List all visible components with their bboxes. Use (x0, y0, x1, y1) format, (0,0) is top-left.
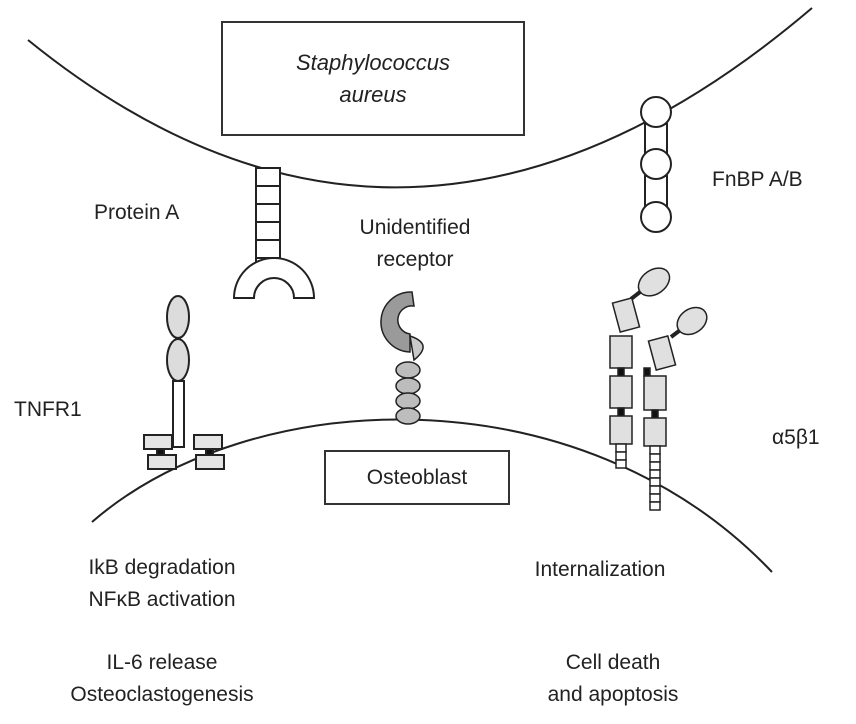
protein-a-molecule (232, 167, 316, 299)
osteoblast-label-box: Osteoblast (324, 450, 510, 505)
osteoblast-label: Osteoblast (366, 465, 468, 489)
tnfr1-molecule (143, 295, 225, 470)
integrin-molecule (609, 267, 708, 511)
receptor-label-line1: Unidentified (359, 216, 471, 239)
receptor-label-line2: receptor (376, 248, 454, 271)
tnfr1-outcome-effects: IL-6 release Osteoclastogenesis (28, 647, 296, 711)
integrin-label: α5β1 (772, 426, 820, 449)
bacterium-label-box: Staphylococcus aureus (221, 21, 525, 136)
unidentified-receptor (380, 291, 424, 425)
tnfr1-outcome-signaling: IkB degradation NFκB activation (38, 552, 286, 616)
fnbp-label: FnBP A/B (712, 168, 803, 191)
receptor-label: Unidentified receptor (330, 212, 500, 276)
outcome-apoptosis: and apoptosis (547, 683, 679, 706)
outcome-cell-death: Cell death (565, 651, 661, 674)
bacterium-name-line1: Staphylococcus (295, 49, 451, 75)
outcome-internalization: Internalization (534, 558, 666, 581)
bacterium-name-line2: aureus (339, 81, 407, 107)
outcome-ikb-degradation: IkB degradation (88, 556, 236, 579)
integrin-outcome-effects: Cell death and apoptosis (500, 647, 726, 711)
outcome-il6-release: IL-6 release (106, 651, 218, 674)
tnfr1-label: TNFR1 (14, 398, 82, 421)
outcome-nfkb-activation: NFκB activation (88, 588, 236, 611)
fnbp-molecule (640, 96, 672, 233)
outcome-osteoclastogenesis: Osteoclastogenesis (70, 683, 254, 706)
bacterium-membrane (27, 7, 813, 189)
protein-a-label: Protein A (94, 201, 180, 224)
